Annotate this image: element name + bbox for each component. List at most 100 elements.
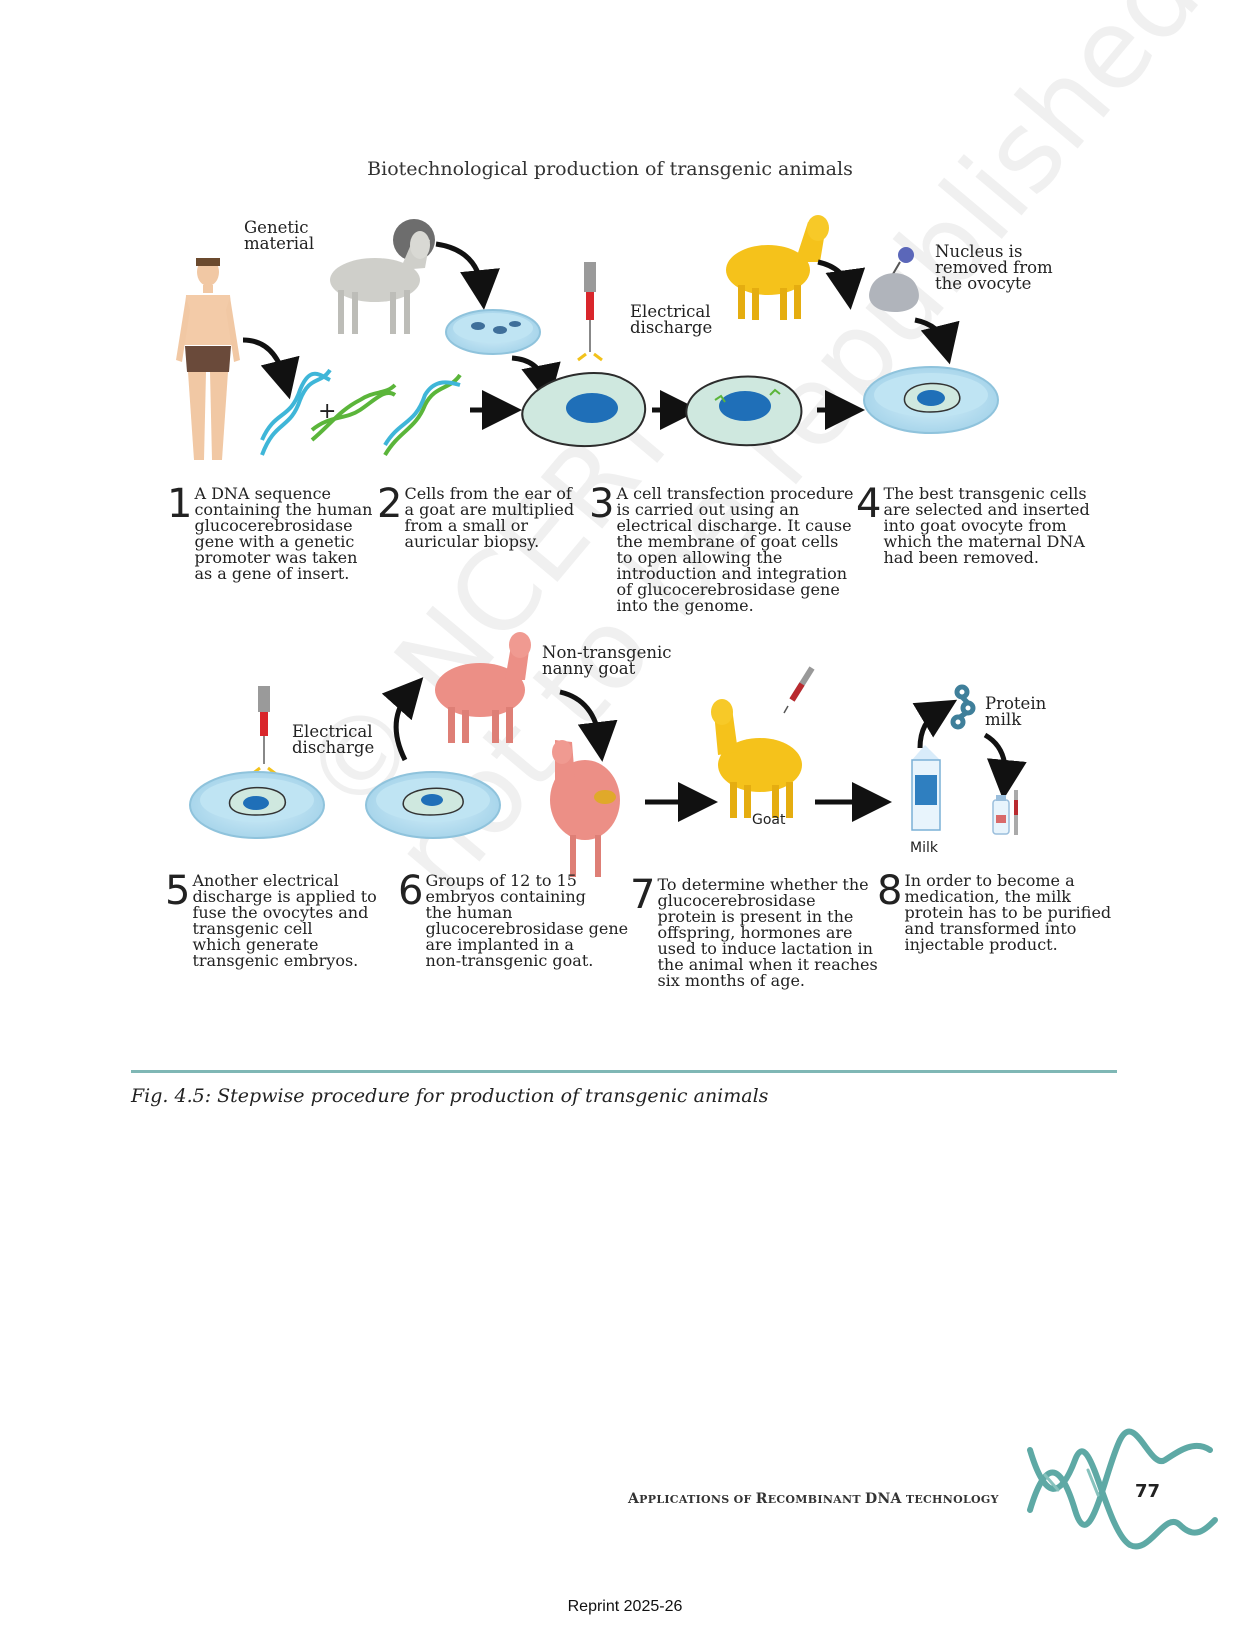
protein-molecule-icon	[950, 684, 976, 730]
step-text: The best transgenic cells are selected a…	[883, 486, 1089, 566]
step-line: a goat are multiplied	[404, 500, 575, 519]
milk-carton-icon	[911, 745, 941, 831]
step-line: transgenic embryos.	[192, 951, 359, 970]
label-line: Genetic	[244, 218, 309, 237]
footer-word: DNA	[865, 1491, 902, 1507]
step-line: protein is present in the	[657, 907, 854, 926]
petri-dish-step4	[863, 366, 999, 434]
label-line: Electrical	[292, 722, 373, 741]
label-line: material	[244, 234, 315, 253]
step-text: Groups of 12 to 15 embryos containing th…	[425, 873, 628, 969]
step-line: are implanted in a	[425, 935, 574, 954]
step-line: offspring, hormones are	[657, 923, 853, 942]
step-text: A DNA sequence containing the human gluc…	[194, 486, 372, 582]
figure-caption: Fig. 4.5: Stepwise procedure for product…	[131, 1085, 769, 1107]
step-line: auricular biopsy.	[404, 532, 540, 551]
caption-divider	[131, 1070, 1117, 1073]
step-line: discharge is applied to	[192, 887, 377, 906]
step-line: the animal when it reaches	[657, 955, 878, 974]
label-line: Electrical	[630, 302, 711, 321]
step-text: In order to become a medication, the mil…	[904, 873, 1111, 953]
step-line: glucocerebrosidase	[657, 891, 816, 910]
footer-dna-helix-icon	[1027, 1428, 1218, 1550]
step-text: Cells from the ear of a goat are multipl…	[404, 486, 574, 550]
footer-word: ECOMBINANT	[767, 1493, 865, 1506]
step-text: A cell transfection procedure is carried…	[616, 486, 853, 614]
yellow-goat-bottom	[711, 699, 802, 818]
arrow-dish-to-cell	[511, 355, 561, 405]
arrow-milk-to-protein	[912, 699, 958, 749]
step-3: 3 A cell transfection procedure is carri…	[589, 481, 854, 614]
chapter-running-title: APPLICATIONS OF RECOMBINANT DNA TECHNOLO…	[628, 1491, 999, 1507]
label-line: Protein	[985, 694, 1047, 713]
label-line: Non-transgenic	[542, 643, 672, 662]
electrode-top	[577, 262, 603, 362]
footer-word: TECHNOLOGY	[901, 1493, 999, 1506]
arrow-ovocyte-to-dish	[914, 317, 960, 365]
step-line: Another electrical	[192, 871, 339, 890]
arrow-human-to-dna	[242, 337, 300, 400]
step-line: as a gene of insert.	[194, 564, 350, 583]
label-line: nanny goat	[542, 659, 636, 678]
step-line: are selected and inserted	[883, 500, 1090, 519]
step-line: transgenic cell	[192, 919, 313, 938]
step-line: which the maternal DNA	[883, 532, 1085, 551]
step-number: 7	[630, 872, 656, 918]
step-line: containing the human	[194, 500, 373, 519]
electrode-bottom	[251, 686, 277, 776]
label-electrical-discharge-top: Electrical discharge	[630, 302, 713, 337]
step-line: protein has to be purified	[904, 903, 1112, 922]
page-number: 77	[1135, 1481, 1161, 1502]
step-line: had been removed.	[883, 548, 1039, 567]
step-number: 5	[165, 868, 191, 914]
step-4: 4 The best transgenic cells are selected…	[856, 484, 1090, 566]
step-line: To determine whether the	[657, 875, 869, 894]
step-line: the human	[425, 903, 513, 922]
figure-title: Biotechnological production of transgeni…	[367, 158, 853, 180]
arrow-goat-to-dish	[435, 241, 500, 310]
yellow-goat-top	[726, 215, 829, 320]
label-electrical-discharge-bottom: Electrical discharge	[292, 722, 374, 756]
step-line: promoter was taken	[194, 548, 358, 567]
step-line: of glucocerebrosidase gene	[616, 580, 840, 599]
label-line: milk	[985, 710, 1022, 729]
step-number: 2	[377, 481, 403, 527]
step-line: medication, the milk	[904, 887, 1071, 906]
step-line: A DNA sequence	[194, 484, 331, 503]
label-non-transgenic-goat: Non-transgenic nanny goat	[542, 643, 672, 678]
petri-dish-cells	[445, 309, 541, 355]
label-protein-milk: Protein milk	[985, 694, 1047, 729]
label-line: discharge	[630, 318, 713, 337]
step-line: and transformed into	[904, 919, 1077, 938]
step-line: In order to become a	[904, 871, 1075, 890]
step-8: 8 In order to become a medication, the m…	[877, 868, 1111, 953]
step-line: non-transgenic goat.	[425, 951, 594, 970]
step-number: 1	[167, 481, 193, 527]
step-number: 3	[589, 481, 615, 527]
medicine-vial-icon	[992, 790, 1018, 835]
footer-word: PPLICATIONS OF	[639, 1493, 756, 1506]
step-5: 5 Another electrical discharge is applie…	[165, 868, 377, 970]
label-genetic-material: Genetic material	[244, 218, 315, 253]
step-line: A cell transfection procedure	[616, 484, 854, 503]
step-1: 1 A DNA sequence containing the human gl…	[167, 481, 372, 582]
label-line: Nucleus is	[935, 242, 1023, 261]
step-number: 8	[877, 868, 903, 914]
step-6: 6 Groups of 12 to 15 embryos containing …	[398, 871, 628, 969]
step-line: which generate	[192, 935, 319, 954]
arrow-dish-to-goat	[381, 677, 424, 762]
step-line: The best transgenic cells	[883, 484, 1087, 503]
step-text: To determine whether the glucocerebrosid…	[657, 877, 877, 989]
step-line: Groups of 12 to 15	[425, 871, 577, 890]
cell-with-nucleus	[521, 372, 647, 447]
human-figure	[176, 258, 240, 460]
step-line: embryos containing	[425, 887, 586, 906]
step-line: Cells from the ear of	[404, 484, 572, 503]
label-milk: Milk	[910, 840, 938, 856]
step-line: electrical discharge. It cause	[616, 516, 852, 535]
arrow-protein-to-vial	[983, 732, 1027, 800]
label-goat: Goat	[752, 812, 786, 828]
grey-goat	[330, 219, 435, 334]
step-line: from a small or	[404, 516, 529, 535]
footer-initial: R	[755, 1491, 768, 1507]
